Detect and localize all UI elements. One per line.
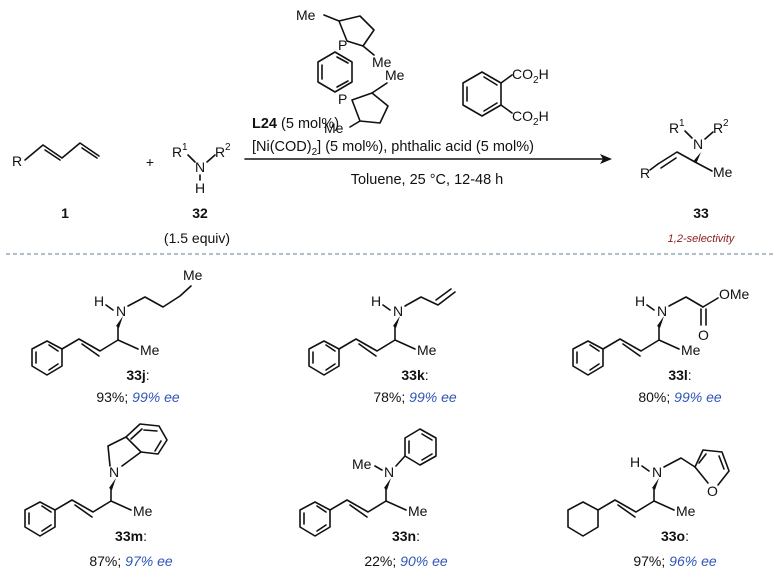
- 33j-n: N: [116, 303, 126, 319]
- 33l-me: Me: [681, 342, 701, 358]
- conditions-line-3: Toluene, 25 °C, 12-48 h: [351, 172, 504, 188]
- 33l-h: H: [635, 293, 645, 309]
- 33n-nme: Me: [352, 456, 372, 472]
- example-33l: Me N H OMe O 33l: 80%; 99% ee: [572, 286, 750, 405]
- diene-r-label: R: [12, 153, 22, 169]
- 33m-result: 87%; 97% ee: [89, 553, 173, 569]
- ligand-me-1: Me: [296, 7, 316, 23]
- ligand-p-2: P: [338, 91, 347, 107]
- 33j-result: 93%; 99% ee: [96, 389, 180, 405]
- 33l-ome: OMe: [719, 286, 750, 302]
- amine-r1: R: [172, 144, 182, 160]
- acid-co2h-b: CO2H: [512, 108, 549, 128]
- 33k-n: N: [393, 303, 403, 319]
- 33j-me-chain: Me: [183, 267, 203, 283]
- product-structure: R 1 N R 2 R Me 33 1,2-selectivity: [640, 118, 736, 245]
- 33k-h: H: [371, 293, 381, 309]
- compound-32-label: 32: [192, 205, 208, 221]
- phthalic-acid-structure: CO2H CO2H: [462, 66, 549, 128]
- example-33o: Me N H O 33o: 97%; 96% ee: [567, 449, 730, 569]
- ligand-me-4: Me: [324, 120, 344, 136]
- example-33k: Me N H 33k: 78%; 99% ee: [308, 288, 457, 405]
- acid-co2h-a: CO2H: [512, 66, 549, 86]
- 33l-id: 33l:: [668, 367, 691, 383]
- conditions-line-2: [Ni(COD)2] (5 mol%), phthalic acid (5 mo…: [252, 139, 534, 158]
- amine-r2-sup: 2: [225, 142, 231, 153]
- 33n-result: 22%; 90% ee: [364, 553, 448, 569]
- ligand-p-1: P: [338, 37, 347, 53]
- ligand-l24-structure: Me Me P P Me Me: [296, 7, 405, 136]
- conditions-line-1: L24 (5 mol%): [252, 116, 339, 132]
- product-r2: R: [713, 120, 723, 136]
- amine-r1-sup: 1: [182, 142, 188, 153]
- example-33j: Me N H Me 33j: 93%; 99% ee: [31, 267, 203, 405]
- 33k-result: 78%; 99% ee: [373, 389, 457, 405]
- compound-1-label: 1: [61, 205, 69, 221]
- amine-structure: R 1 N R 2 H 32 (1.5 equiv): [164, 142, 231, 246]
- 33l-result: 80%; 99% ee: [638, 389, 722, 405]
- 33l-o: O: [698, 327, 709, 343]
- product-n: N: [693, 136, 703, 152]
- product-me: Me: [713, 164, 733, 180]
- amine-r2: R: [215, 144, 225, 160]
- 33o-result: 97%; 96% ee: [633, 553, 717, 569]
- product-r1-sup: 1: [679, 118, 685, 129]
- example-33m: Me N 33m: 87%; 97% ee: [24, 423, 173, 569]
- amine-equiv: (1.5 equiv): [164, 230, 230, 246]
- 33o-id: 33o:: [661, 528, 689, 544]
- ligand-me-2: Me: [372, 54, 392, 70]
- 33j-me: Me: [140, 342, 160, 358]
- example-33n: Me N Me 33n: 22%; 90% ee: [299, 428, 448, 569]
- 33o-h: H: [630, 454, 640, 470]
- 33n-me: Me: [408, 503, 428, 519]
- 33n-n: N: [384, 464, 394, 480]
- product-r2-sup: 2: [723, 118, 729, 129]
- plus-sign: +: [146, 154, 154, 170]
- amine-n: N: [195, 159, 205, 175]
- 33m-n: N: [109, 464, 119, 480]
- amine-h: H: [195, 180, 205, 196]
- product-r: R: [640, 165, 650, 181]
- 33k-id: 33k:: [401, 367, 428, 383]
- ligand-me-3: Me: [385, 67, 405, 83]
- reaction-arrow: [244, 154, 612, 164]
- diene-structure: R 1: [12, 142, 100, 221]
- 33n-id: 33n:: [392, 528, 420, 544]
- 33m-me: Me: [133, 503, 153, 519]
- 33o-n: N: [652, 464, 662, 480]
- 33k-me: Me: [417, 342, 437, 358]
- product-r1: R: [669, 120, 679, 136]
- 33l-n: N: [657, 303, 667, 319]
- 33j-id: 33j:: [126, 367, 149, 383]
- 33o-o: O: [707, 483, 718, 499]
- selectivity-note: 1,2-selectivity: [668, 233, 736, 245]
- 33m-id: 33m:: [115, 528, 147, 544]
- 33j-h: H: [94, 293, 104, 309]
- 33o-me: Me: [676, 503, 696, 519]
- compound-33-label: 33: [693, 205, 709, 221]
